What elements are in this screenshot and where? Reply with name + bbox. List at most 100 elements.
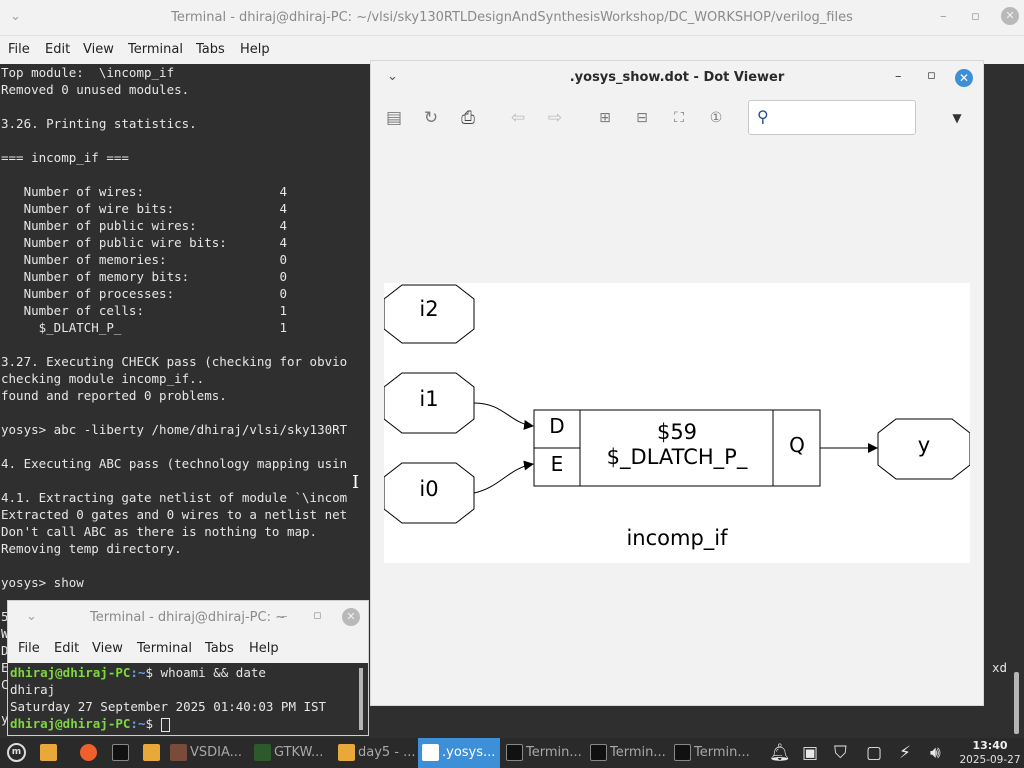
zoom-100-icon[interactable]: ① bbox=[709, 110, 723, 126]
terminal-line: $_DLATCH_P_ 1 bbox=[1, 320, 287, 335]
taskbar-item-gtkwave[interactable]: GTKW... bbox=[250, 738, 332, 768]
chevron-down-icon[interactable]: ⌄ bbox=[26, 609, 37, 624]
firefox-launcher[interactable] bbox=[76, 738, 102, 768]
taskbar-item-yosys[interactable]: .yosys... bbox=[418, 738, 500, 768]
clock-date: 2025-09-27 bbox=[959, 754, 1021, 766]
terminal-icon bbox=[590, 744, 607, 761]
terminal-line: 5 bbox=[1, 609, 9, 624]
terminal-line: Number of public wires: 4 bbox=[1, 218, 287, 233]
folder-icon bbox=[143, 744, 160, 761]
menu-terminal[interactable]: Terminal bbox=[128, 42, 183, 57]
menu-view[interactable]: View bbox=[92, 641, 123, 656]
search-icon: ⚲ bbox=[757, 107, 769, 126]
menu-edit[interactable]: Edit bbox=[45, 42, 71, 57]
input-node-i0[interactable] bbox=[383, 462, 475, 524]
small-terminal-title: Terminal - dhiraj@dhiraj-PC: ~ bbox=[90, 610, 286, 625]
files-launcher[interactable] bbox=[36, 738, 62, 768]
menu-help[interactable]: Help bbox=[249, 641, 279, 656]
main-terminal-titlebar[interactable]: ⌄ Terminal - dhiraj@dhiraj-PC: ~/vlsi/sk… bbox=[0, 0, 1024, 36]
maximize-icon[interactable]: ▫ bbox=[313, 608, 322, 623]
taskbar-item-terminal-1[interactable]: Termin... bbox=[502, 738, 584, 768]
small-terminal-output[interactable]: dhiraj@dhiraj-PC:~$ whoami && date dhira… bbox=[10, 664, 360, 734]
menu-edit[interactable]: Edit bbox=[54, 641, 80, 656]
taskbar-item-terminal-3[interactable]: Termin... bbox=[670, 738, 758, 768]
terminal-line: Number of wires: 4 bbox=[1, 184, 287, 199]
port-d-label: D bbox=[549, 414, 564, 438]
minimize-icon[interactable]: – bbox=[895, 69, 902, 84]
text-cursor-icon: I bbox=[352, 472, 360, 493]
menu-file[interactable]: File bbox=[8, 42, 30, 57]
menu-file[interactable]: File bbox=[18, 641, 40, 656]
zoom-fit-icon[interactable]: ⛶ bbox=[674, 110, 684, 126]
terminal-launcher[interactable] bbox=[108, 738, 134, 768]
small-terminal-titlebar[interactable]: ⌄ Terminal - dhiraj@dhiraj-PC: ~ – ▫ ✕ bbox=[8, 601, 368, 635]
taskbar-item-terminal-2[interactable]: Termin... bbox=[586, 738, 668, 768]
chevron-down-icon[interactable]: ⌄ bbox=[10, 9, 21, 24]
zoom-in-icon[interactable]: ⊞ bbox=[599, 110, 611, 126]
volume-icon[interactable]: 🔊︎ bbox=[930, 743, 941, 763]
terminal-line: yosys> abc -liberty /home/dhiraj/vlsi/sk… bbox=[1, 422, 348, 437]
input-label-i2: i2 bbox=[419, 297, 438, 321]
wave-icon bbox=[254, 744, 271, 761]
main-terminal-title: Terminal - dhiraj@dhiraj-PC: ~/vlsi/sky1… bbox=[171, 10, 853, 25]
clock[interactable]: 13:40 2025-09-27 bbox=[958, 739, 1022, 767]
terminal-line: 3.27. Executing CHECK pass (checking for… bbox=[1, 354, 348, 369]
cell-id-label: $59 bbox=[657, 420, 697, 444]
firefox-icon bbox=[80, 744, 97, 761]
menu-help[interactable]: Help bbox=[240, 42, 270, 57]
chevron-down-icon[interactable]: ⌄ bbox=[387, 69, 398, 84]
output-line: Saturday 27 September 2025 01:40:03 PM I… bbox=[10, 699, 327, 714]
maximize-icon[interactable]: ▫ bbox=[971, 9, 980, 24]
terminal-scrollbar[interactable] bbox=[1014, 672, 1019, 734]
close-icon[interactable]: ✕ bbox=[1001, 7, 1019, 25]
zoom-out-icon[interactable]: ⊟ bbox=[636, 110, 648, 126]
port-q-label: Q bbox=[789, 433, 805, 457]
small-terminal-scrollbar[interactable] bbox=[359, 668, 363, 730]
terminal-icon bbox=[674, 744, 691, 761]
dot-viewer-window: ⌄ .yosys_show.dot - Dot Viewer – ▫ ✕ ▤ ↻… bbox=[370, 60, 984, 706]
menu-tabs[interactable]: Tabs bbox=[205, 641, 234, 656]
app-icon bbox=[170, 744, 187, 761]
taskbar-item-vsdia[interactable]: VSDIA... bbox=[166, 738, 248, 768]
open-folder-icon[interactable]: ▤ bbox=[385, 108, 403, 128]
close-icon[interactable]: ✕ bbox=[955, 69, 973, 87]
input-node-i1[interactable] bbox=[383, 372, 475, 434]
minimize-icon[interactable]: – bbox=[940, 9, 947, 24]
input-node-i2[interactable] bbox=[383, 284, 475, 344]
dropdown-icon[interactable]: ▼ bbox=[952, 111, 962, 125]
graph-canvas[interactable]: i2 i1 i0 D E $59 $_DLATCH_P_ Q y bbox=[383, 283, 971, 563]
terminal-line: Don't call ABC as there is nothing to ma… bbox=[1, 524, 318, 539]
power-icon[interactable]: ⚡︎ bbox=[899, 743, 911, 763]
terminal-icon bbox=[506, 744, 523, 761]
shield-icon[interactable]: ⛉ bbox=[834, 743, 847, 763]
terminal-line: E bbox=[1, 660, 9, 675]
latch-cell[interactable] bbox=[533, 409, 821, 487]
menu-terminal[interactable]: Terminal bbox=[137, 641, 192, 656]
notification-bell-icon[interactable]: 🔔︎ bbox=[769, 743, 791, 763]
output-node-y[interactable] bbox=[877, 418, 971, 480]
minimize-icon[interactable]: – bbox=[281, 609, 288, 624]
forward-icon[interactable]: ⇨ bbox=[547, 108, 563, 128]
maximize-icon[interactable]: ▫ bbox=[927, 68, 936, 83]
window-list-icon[interactable]: ▢ bbox=[866, 743, 883, 763]
files-launcher-2[interactable] bbox=[139, 738, 165, 768]
print-icon[interactable]: ⎙ bbox=[461, 108, 475, 128]
taskbar-item-day5[interactable]: day5 - ... bbox=[334, 738, 416, 768]
terminal-line: Number of processes: 0 bbox=[1, 286, 287, 301]
menu-tabs[interactable]: Tabs bbox=[196, 42, 225, 57]
menu-view[interactable]: View bbox=[83, 42, 114, 57]
terminal-line: W bbox=[1, 626, 9, 641]
back-icon[interactable]: ⇦ bbox=[510, 108, 526, 128]
terminal-line: Number of memory bits: 0 bbox=[1, 269, 287, 284]
app-menu-button[interactable]: m bbox=[2, 738, 28, 768]
terminal-line: checking module incomp_if.. bbox=[1, 371, 205, 386]
edge-i0-to-e bbox=[473, 460, 534, 494]
dot-viewer-titlebar[interactable]: ⌄ .yosys_show.dot - Dot Viewer – ▫ ✕ bbox=[371, 61, 983, 95]
refresh-icon[interactable]: ↻ bbox=[423, 108, 439, 128]
search-input[interactable]: ⚲ bbox=[748, 100, 916, 135]
input-label-i0: i0 bbox=[419, 477, 438, 501]
terminal-line bbox=[1, 132, 371, 149]
clipboard-icon[interactable]: ▣ bbox=[802, 743, 819, 763]
close-icon[interactable]: ✕ bbox=[342, 608, 360, 626]
